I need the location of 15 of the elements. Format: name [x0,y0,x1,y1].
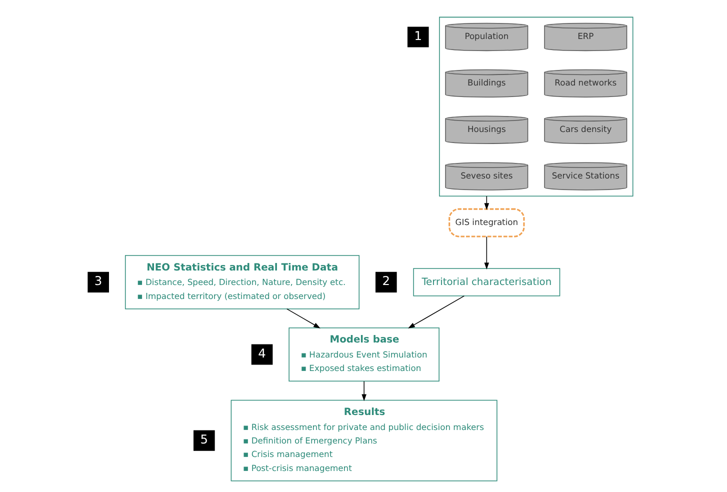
node-box: Models base ▪ Hazardous Event Simulation ▪ Exposed stakes estimation [288,327,440,382]
arrow [362,380,366,402]
arrow [408,296,465,328]
node-box: GIS integration [448,208,525,238]
node-box: NEO Statistics and Real Time Data ▪ Distance, Speed, Direction, Nature, Density etc. ▪ Impacted territory (estimated or observed) [124,255,360,310]
node-box: 2 [376,272,397,292]
cluster [439,16,634,196]
node-box: 3 [88,272,109,292]
node-box: 5 [194,430,215,451]
arrow [286,308,320,328]
node-box: Results ▪ Risk assessment for private and public decision makers ▪ Definition of Emergency Plans ▪ Crisis management ▪ Post-crisis management [230,400,498,482]
node-box: Territorial characterisation [413,268,560,296]
node-box: 1 [407,26,429,48]
arrow [484,236,490,270]
node-box: 4 [251,344,273,365]
